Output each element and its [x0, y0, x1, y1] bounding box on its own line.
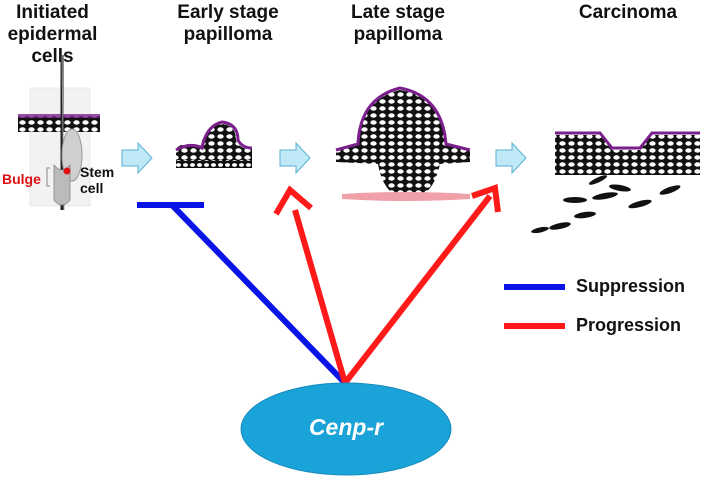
legend-suppression-label: Suppression: [576, 276, 686, 296]
hair-follicle-illustration: [18, 54, 100, 211]
bulge-label: Bulge: [2, 171, 41, 187]
gene-label: Cenp-r: [308, 414, 384, 440]
late-papilloma-illustration: [335, 86, 471, 201]
stage-title-line: epidermal: [7, 24, 98, 45]
stage-transition-arrow: [121, 141, 153, 175]
progression-arrow-carcinoma: [342, 183, 501, 385]
stage-title-line: papilloma: [183, 24, 273, 45]
gene-ellipse: [240, 382, 452, 476]
bulge-text: Bulge: [2, 171, 41, 187]
stage-transition-arrow: [279, 141, 311, 175]
stem-cell-line: cell: [80, 180, 104, 196]
suppression-indicator: [137, 202, 348, 386]
stage-title-line: papilloma: [353, 24, 443, 45]
stage-title-line: Initiated: [16, 2, 89, 23]
carcinoma-illustration: [531, 131, 700, 234]
stage-title-line: Early stage: [177, 2, 279, 23]
stage-title-carcinoma: Carcinoma: [568, 2, 688, 24]
early-papilloma-illustration: [175, 120, 253, 168]
legend-progression-label: Progression: [576, 315, 682, 335]
stage-transition-arrow: [495, 141, 527, 175]
stage-title-initiated: Initiated epidermal cells: [0, 2, 105, 68]
stage-title-early-papilloma: Early stage papilloma: [168, 2, 288, 46]
stage-title-late-papilloma: Late stage papilloma: [338, 2, 458, 46]
stem-cell-label: Stem cell: [80, 164, 114, 196]
stage-title-line: Carcinoma: [578, 2, 678, 23]
stage-title-line: Late stage: [351, 2, 445, 23]
stem-cell-dot: [63, 167, 71, 175]
progression-arrow-late-papilloma: [273, 185, 348, 384]
stem-cell-line: Stem: [80, 164, 115, 180]
